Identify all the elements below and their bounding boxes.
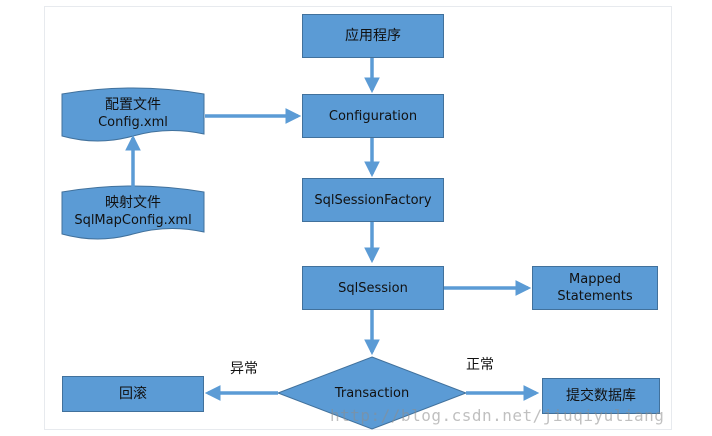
- mapping-document-filename: SqlMapConfig.xml: [74, 213, 192, 228]
- mapped-statements-line2: Statements: [557, 289, 633, 304]
- config-document: 配置文件 Config.xml: [62, 96, 204, 132]
- mapping-document: 映射文件 SqlMapConfig.xml: [62, 194, 204, 230]
- mapped-statements-node: Mapped Statements: [532, 266, 658, 310]
- mapping-document-shape: [61, 185, 205, 240]
- normal-edge-label: 正常: [466, 357, 494, 373]
- config-document-filename: Config.xml: [98, 115, 168, 130]
- commit-node: 提交数据库: [542, 378, 660, 414]
- transaction-diamond: [276, 356, 468, 430]
- config-document-shape: [61, 87, 205, 142]
- session-factory-node: SqlSessionFactory: [302, 178, 444, 222]
- mapping-document-title: 映射文件: [105, 195, 161, 211]
- configuration-node: Configuration: [302, 94, 444, 138]
- config-document-title: 配置文件: [105, 97, 161, 113]
- exception-edge-label: 异常: [230, 361, 258, 377]
- mapped-statements-line1: Mapped: [569, 272, 621, 287]
- watermark-text: http://blog.csdn.net/jiuqiyuliang: [330, 406, 665, 425]
- session-node: SqlSession: [302, 266, 444, 310]
- app-node: 应用程序: [302, 14, 444, 58]
- rollback-node: 回滚: [62, 376, 204, 412]
- transaction-label: Transaction: [334, 385, 410, 401]
